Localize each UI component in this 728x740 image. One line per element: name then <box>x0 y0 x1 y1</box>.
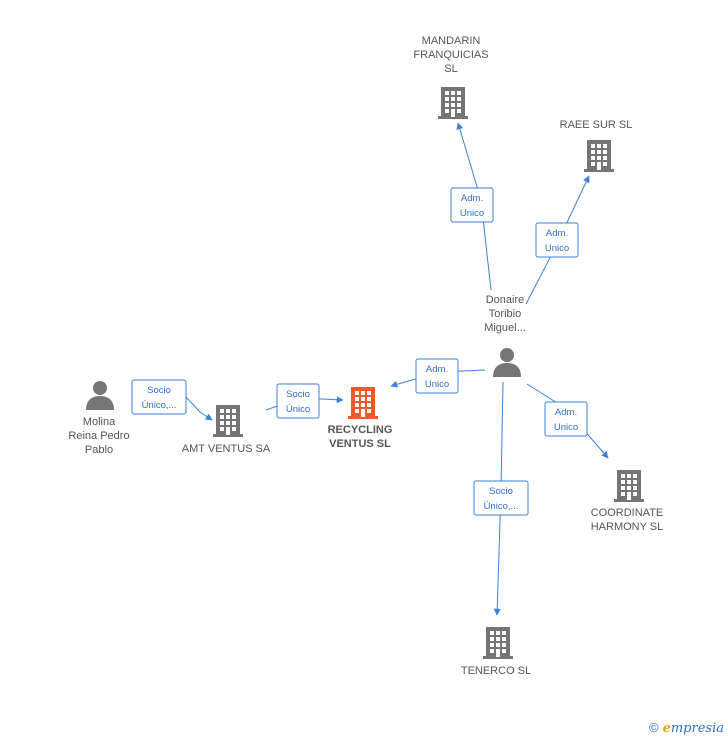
edge-label-donaire-recycling[interactable]: Adm. Unico <box>415 358 459 394</box>
node-label-molina: Reina Pedro <box>68 430 129 442</box>
building-icon <box>614 470 644 502</box>
node-coordinate[interactable]: COORDINATE HARMONY SL <box>591 470 664 533</box>
nodes-layer: MANDARIN FRANQUICIAS SL RAEE SUR SL DonaireT… <box>68 35 663 677</box>
edge-label-box <box>544 401 588 437</box>
edge-label-donaire-coordinate[interactable]: Adm. Unico <box>544 401 588 437</box>
building-icon <box>483 627 513 659</box>
node-label-molina: Molina <box>83 416 116 428</box>
person-icon <box>493 348 521 377</box>
edge-label-donaire-tenerco[interactable]: SocioÚnico,... <box>473 480 529 516</box>
node-label-raee: RAEE SUR SL <box>560 119 633 131</box>
node-label-donaire: Donaire <box>486 294 525 306</box>
edge-label-box <box>276 383 320 419</box>
edge-label-box <box>473 480 529 516</box>
brand-logo-text: mpresia <box>670 721 724 736</box>
edge-label-line: Adm. <box>461 193 483 204</box>
edge-label-line: Único,... <box>484 501 519 512</box>
edge-label-molina-amt[interactable]: SocioÚnico,... <box>131 379 187 415</box>
building-icon <box>348 387 378 419</box>
node-label-amt: AMT VENTUS SA <box>182 443 271 455</box>
footer-brand[interactable]: ©empresia <box>649 720 724 736</box>
edge-label-line: Unico <box>545 243 569 254</box>
node-label-coordinate: HARMONY SL <box>591 521 664 533</box>
edge-label-line: Unico <box>425 379 449 390</box>
edge-label-line: Único,... <box>142 400 177 411</box>
edges-layer <box>185 122 609 616</box>
edge-label-line: Unico <box>554 422 578 433</box>
node-amt[interactable]: AMT VENTUS SA <box>182 405 271 455</box>
edge-label-line: Adm. <box>546 228 568 239</box>
node-label-recycling: VENTUS SL <box>329 438 391 450</box>
building-icon <box>213 405 243 437</box>
node-label-molina: Pablo <box>85 444 113 456</box>
node-mandarin[interactable]: MANDARIN FRANQUICIAS SL <box>413 35 489 119</box>
edge-label-line: Socio <box>147 385 171 396</box>
edge-label-box <box>415 358 459 394</box>
edge-label-box <box>450 187 494 223</box>
node-label-donaire: Toribio <box>489 308 521 320</box>
node-label-donaire: Miguel... <box>484 322 526 334</box>
building-icon <box>584 140 614 172</box>
edge-label-box <box>131 379 187 415</box>
copyright-symbol: © <box>648 720 659 735</box>
node-label-mandarin: FRANQUICIAS <box>413 49 488 61</box>
node-label-recycling: RECYCLING <box>328 424 393 436</box>
node-raee[interactable]: RAEE SUR SL <box>560 119 633 172</box>
edge-label-line: Unico <box>460 208 484 219</box>
node-donaire[interactable]: DonaireToribioMiguel... <box>484 294 526 377</box>
edge-label-donaire-raee[interactable]: Adm. Unico <box>535 222 579 258</box>
node-label-mandarin: SL <box>444 63 457 75</box>
edge-line-molina-amt <box>185 396 213 421</box>
node-label-coordinate: COORDINATE <box>591 507 664 519</box>
person-icon <box>86 381 114 410</box>
node-tenerco[interactable]: TENERCO SL <box>461 627 531 677</box>
edge-label-line: Adm. <box>555 407 577 418</box>
building-icon <box>438 87 468 119</box>
node-label-tenerco: TENERCO SL <box>461 665 531 677</box>
edge-label-donaire-mandarin[interactable]: Adm. Unico <box>450 187 494 223</box>
edge-label-box <box>535 222 579 258</box>
edge-labels-layer: Adm.UnicoAdm.UnicoAdm.UnicoAdm.UnicoSoci… <box>131 187 588 516</box>
edge-label-line: Socio <box>489 486 513 497</box>
brand-logo-initial: e <box>662 721 671 736</box>
edge-label-line: Adm. <box>426 364 448 375</box>
node-recycling[interactable]: RECYCLING VENTUS SL <box>328 387 393 450</box>
edge-label-line: Único <box>286 404 310 415</box>
node-label-mandarin: MANDARIN <box>422 35 481 47</box>
edge-label-line: Socio <box>286 389 310 400</box>
